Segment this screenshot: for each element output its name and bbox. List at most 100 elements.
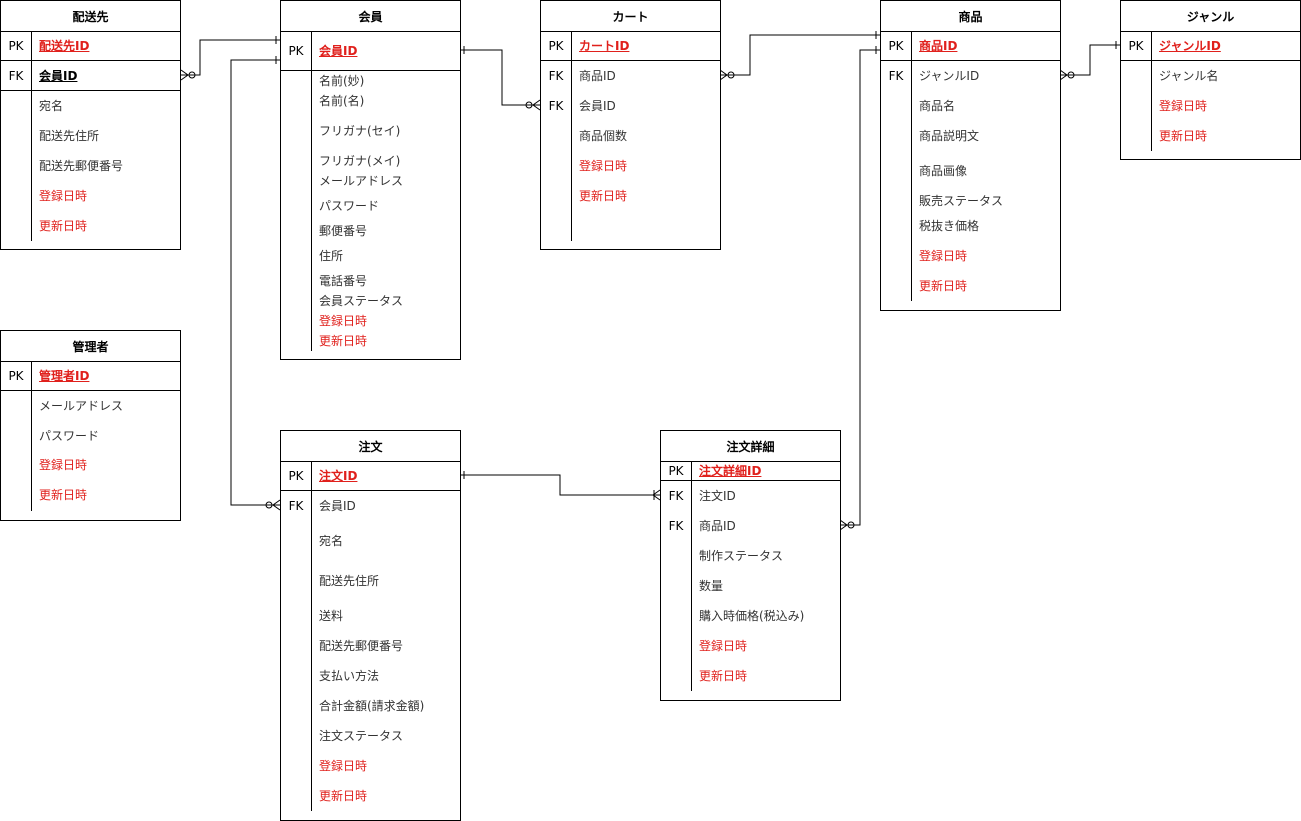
field-created-at: 登録日時 xyxy=(319,314,368,328)
field-member-id: 会員ID xyxy=(319,44,358,58)
key-section xyxy=(1,31,180,61)
field-created-at: 登録日時 xyxy=(1159,99,1208,113)
field-password: パスワード xyxy=(319,199,380,213)
field-description: 商品説明文 xyxy=(919,129,980,143)
connector-shipping-member xyxy=(181,39,280,76)
entity-title: 配送先 xyxy=(1,1,180,32)
key-section xyxy=(281,31,460,71)
crowfoot-many-orderdetail-order xyxy=(652,489,661,501)
field-email: メールアドレス xyxy=(319,174,404,188)
field-updated-at: 更新日時 xyxy=(579,189,628,203)
field-order-detail-id: 注文詳細ID xyxy=(699,464,762,478)
field-name: 宛名 xyxy=(39,99,64,113)
field-postal-code: 配送先郵便番号 xyxy=(319,639,404,653)
pk-label: PK xyxy=(888,39,904,53)
crowfoot-many-shipping xyxy=(180,69,189,81)
field-last-name: 名前(妙) xyxy=(319,74,365,88)
column-divider xyxy=(1151,31,1152,151)
connector-order-member xyxy=(230,59,280,506)
field-created-at: 登録日時 xyxy=(319,759,368,773)
entity-member[interactable]: 会員 PK 会員ID 名前(妙) 名前(名) フリガナ(セイ) フリガナ(メイ)… xyxy=(280,0,461,360)
field-order-id: 注文ID xyxy=(699,489,736,503)
field-purchase-price: 購入時価格(税込み) xyxy=(699,609,805,623)
column-divider xyxy=(31,361,32,511)
field-updated-at: 更新日時 xyxy=(39,219,88,233)
fk-label: FK xyxy=(548,99,564,113)
field-image: 商品画像 xyxy=(919,164,968,178)
entity-shipping[interactable]: 配送先 PK 配送先ID FK 会員ID 宛名 配送先住所 配送先郵便番号 登録… xyxy=(0,0,181,250)
key-section xyxy=(1,361,180,391)
crowfoot-many-orderdetail-product xyxy=(839,519,848,531)
pk-label: PK xyxy=(8,39,24,53)
entity-title: 注文 xyxy=(281,431,460,462)
field-created-at: 登録日時 xyxy=(39,458,88,472)
entity-admin[interactable]: 管理者 PK 管理者ID メールアドレス パスワード 登録日時 更新日時 xyxy=(0,330,181,521)
field-updated-at: 更新日時 xyxy=(319,789,368,803)
connector-product-genre xyxy=(1060,44,1120,76)
field-shipping-fee: 送料 xyxy=(319,609,344,623)
field-created-at: 登録日時 xyxy=(579,159,628,173)
field-production-status: 制作ステータス xyxy=(699,549,784,563)
fk-label: FK xyxy=(668,489,684,503)
crowfoot-many-product-genre xyxy=(1059,69,1068,81)
field-product-name: 商品名 xyxy=(919,99,956,113)
field-name: 宛名 xyxy=(319,534,344,548)
column-divider xyxy=(311,461,312,811)
field-kana-first: フリガナ(メイ) xyxy=(319,154,401,168)
connector-order-orderdetail xyxy=(460,474,660,496)
entity-title: カート xyxy=(541,1,720,32)
key-section xyxy=(541,31,720,61)
entity-order[interactable]: 注文 PK 注文ID FK 会員ID 宛名 配送先住所 送料 配送先郵便番号 支… xyxy=(280,430,461,821)
field-postal-code: 配送先郵便番号 xyxy=(39,159,124,173)
entity-title: 注文詳細 xyxy=(661,431,840,462)
entity-genre[interactable]: ジャンル PK ジャンルID ジャンル名 登録日時 更新日時 xyxy=(1120,0,1301,160)
field-updated-at: 更新日時 xyxy=(39,488,88,502)
field-postal-code: 郵便番号 xyxy=(319,224,368,238)
field-kana-last: フリガナ(セイ) xyxy=(319,124,401,138)
crowfoot-many-cart-product xyxy=(719,69,728,81)
field-genre-id: ジャンルID xyxy=(1159,39,1221,53)
field-admin-id: 管理者ID xyxy=(39,369,90,383)
entity-product[interactable]: 商品 PK 商品ID FK ジャンルID 商品名 商品説明文 商品画像 販売ステ… xyxy=(880,0,1061,311)
field-updated-at: 更新日時 xyxy=(319,334,368,348)
field-price: 税抜き価格 xyxy=(919,219,980,233)
field-genre-name: ジャンル名 xyxy=(1159,69,1219,83)
field-genre-id: ジャンルID xyxy=(919,69,980,83)
entity-cart[interactable]: カート PK カートID FK 商品ID FK 会員ID 商品個数 登録日時 更… xyxy=(540,0,721,250)
entity-order-detail[interactable]: 注文詳細 PK 注文詳細ID FK 注文ID FK 商品ID 制作ステータス 数… xyxy=(660,430,841,701)
column-divider xyxy=(571,31,572,241)
fk-label: FK xyxy=(668,519,684,533)
field-updated-at: 更新日時 xyxy=(919,279,968,293)
pk-label: PK xyxy=(1128,39,1144,53)
entity-title: 管理者 xyxy=(1,331,180,362)
fk-label: FK xyxy=(8,69,24,83)
field-created-at: 登録日時 xyxy=(699,639,748,653)
column-divider xyxy=(311,31,312,351)
field-updated-at: 更新日時 xyxy=(1159,129,1208,143)
field-first-name: 名前(名) xyxy=(319,94,365,108)
field-quantity: 数量 xyxy=(699,579,724,593)
field-email: メールアドレス xyxy=(39,399,124,413)
field-phone: 電話番号 xyxy=(319,274,368,288)
field-total: 合計金額(請求金額) xyxy=(319,699,425,713)
pk-label: PK xyxy=(668,464,684,478)
field-sales-status: 販売ステータス xyxy=(919,194,1004,208)
field-password: パスワード xyxy=(39,429,100,443)
key-section xyxy=(881,31,1060,61)
field-address: 配送先住所 xyxy=(319,574,380,588)
field-cart-id: カートID xyxy=(579,39,630,53)
field-member-id: 会員ID xyxy=(319,499,356,513)
connector-orderdetail-product xyxy=(840,49,880,526)
fk-label: FK xyxy=(548,69,564,83)
fk-label: FK xyxy=(888,69,904,83)
field-payment-method: 支払い方法 xyxy=(319,669,380,683)
connector-cart-product xyxy=(720,34,880,76)
connector-member-cart xyxy=(460,49,540,106)
column-divider xyxy=(911,31,912,301)
field-quantity: 商品個数 xyxy=(579,129,628,143)
field-product-id: 商品ID xyxy=(699,519,736,533)
fk-label: FK xyxy=(288,499,304,513)
entity-title: 会員 xyxy=(281,1,460,32)
field-updated-at: 更新日時 xyxy=(699,669,748,683)
pk-label: PK xyxy=(548,39,564,53)
